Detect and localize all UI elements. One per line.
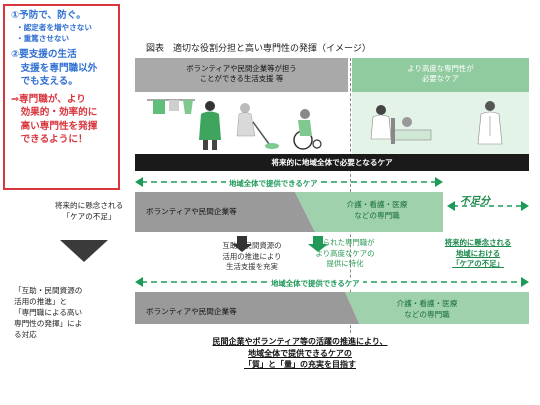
callout-point3-line: 効果的・効率的に (11, 107, 98, 118)
callout-box: ①予防で、防ぐ。 ・認定者を増やさない ・重篤させない ②要支援の生活 支援を専… (3, 4, 120, 190)
bottom-summary-line: 地域全体で提供できるケアの (248, 348, 352, 358)
callout-point3: ⇒専門職が、より 効果的・効率的に 高い専門性を発揮 できるように！ (11, 93, 114, 147)
section2-side-label: 「互助・民間資源の 活用の推進」と 「専門職による高い 専門性の発揮」によ る対… (14, 285, 134, 340)
section1-left-box-label: ボランティアや民間企業等 (146, 207, 237, 216)
total-need-bar: 将来的に地域全体で必要となるケア (135, 154, 529, 171)
callout-point2-line: ②要支援の生活 (11, 49, 77, 60)
band2-arrow-right-head (521, 277, 529, 287)
section1-left-box (135, 192, 315, 232)
section1-right-box-line: 介護・看護・医療 (346, 200, 408, 209)
section2-side-label-line: 専門性の発揮」によ (14, 319, 83, 328)
shortage-arrow-left-head (447, 201, 455, 211)
band1-arrow-right-head (435, 177, 443, 187)
callout-point2: ②要支援の生活 支援を専門職以外 でも支える。 (11, 48, 114, 89)
nurse-icon (370, 105, 392, 140)
gray-note: 互助・民間資源の 活用の推進により 生活支援を充実 (212, 241, 292, 273)
section1-right-box-line: などの専門職 (354, 211, 400, 220)
header-right-line: 必要なケア (422, 74, 459, 83)
section1-side-label-line: 将来的に懸念される (54, 201, 124, 210)
callout-point3-line: ⇒専門職が、より (11, 93, 86, 105)
callout-point3-line: 高い専門性を発揮 (11, 120, 98, 132)
bottom-summary-line: 「質」と「量」の充実を目指す (244, 360, 356, 369)
bottom-summary-line: 民間企業やボランティア等の活躍の推進により、 (212, 337, 388, 346)
gray-note-line: 生活支援を充実 (226, 262, 278, 271)
section1-side-label-line: 「ケアの不足」 (62, 212, 116, 221)
section2-side-label-line: 「互助・民間資源の (14, 286, 83, 295)
section2-right-box-line: などの専門職 (404, 310, 450, 319)
section2-left-box (135, 292, 360, 324)
header-left: ボランティアや民間企業等が担う ことができる生活支援 等 (135, 58, 348, 92)
shortage-label: 不足分 (460, 196, 490, 207)
callout-point2-line: 支援を専門職以外 (11, 62, 98, 74)
section1-band-label: 地域全体で提供できるケア (226, 178, 321, 189)
section1-right-box (295, 192, 443, 232)
green-down-arrow (308, 236, 328, 252)
doctor-icon (477, 101, 503, 145)
band2-arrow-left-head (135, 277, 143, 287)
laundry-icon (147, 99, 195, 114)
bottom-summary: 民間企業やボランティア等の活躍の推進により、 地域全体で提供できるケアの 「質」… (150, 336, 450, 371)
wheelchair-icon (293, 109, 322, 150)
section1-right-box-label: 介護・看護・医療 などの専門職 (322, 199, 432, 221)
vacuuming-person-icon (236, 103, 279, 149)
shortage-note: 将来的に懸念される 地域における 「ケアの不足」 (426, 238, 530, 270)
section2-right-box-label: 介護・看護・医療 などの専門職 (372, 298, 482, 320)
header-right-line: より高度な専門性が (407, 64, 474, 73)
band1-arrow-left-head (135, 177, 143, 187)
callout-point2-line: でも支える。 (11, 76, 78, 87)
section1-side-label: 将来的に懸念される 「ケアの不足」 (44, 200, 134, 222)
green-note: 限られた専門職が より高度なケアの 提供に特化 (304, 238, 386, 270)
section2-side-label-line: 活用の推進」と (14, 297, 68, 306)
callout-point3-line: できるように！ (11, 134, 88, 145)
illustration-band (147, 99, 503, 150)
section2-left-box-label: ボランティアや民間企業等 (146, 307, 237, 316)
caregiver-person-icon (199, 101, 221, 150)
section1-diagram (135, 177, 529, 324)
header-right: より高度な専門性が 必要なケア (352, 58, 529, 92)
callout-point1-item: ・重篤させない (16, 34, 70, 43)
shortage-note-line: 地域における (455, 248, 501, 258)
section2-right-box (345, 292, 529, 324)
shortage-note-line: 「ケアの不足」 (452, 259, 504, 268)
gray-note-line: 活用の推進により (222, 251, 282, 261)
section2-side-label-line: 「専門職による高い (14, 308, 83, 317)
section2-side-label-line: る対応 (14, 330, 37, 339)
header-left-line: ボランティアや民間企業等が担う (186, 64, 297, 73)
patient-bed-icon (391, 117, 432, 144)
gray-note-line: 互助・民間資源の (222, 241, 282, 250)
green-note-line: より高度なケアの (315, 248, 375, 258)
green-note-line: 限られた専門職が (315, 238, 375, 247)
gray-down-arrow (232, 236, 252, 252)
shortage-arrow-right-head (521, 201, 529, 211)
figure-title: 図表 適切な役割分担と高い専門性の発揮（イメージ） (146, 44, 371, 54)
section2-band-label: 地域全体で提供できるケア (268, 278, 363, 289)
section2-right-box-line: 介護・看護・医療 (396, 299, 458, 308)
callout-point1-item: ・認定者を増やさない (16, 23, 92, 32)
down-triangle-icon (60, 240, 108, 262)
header-left-line: ことができる生活支援 等 (199, 74, 284, 83)
callout-point1-title: ①予防で、防ぐ。 (11, 10, 86, 21)
shortage-note-line: 将来的に懸念される (444, 238, 512, 247)
green-note-line: 提供に特化 (326, 259, 364, 268)
